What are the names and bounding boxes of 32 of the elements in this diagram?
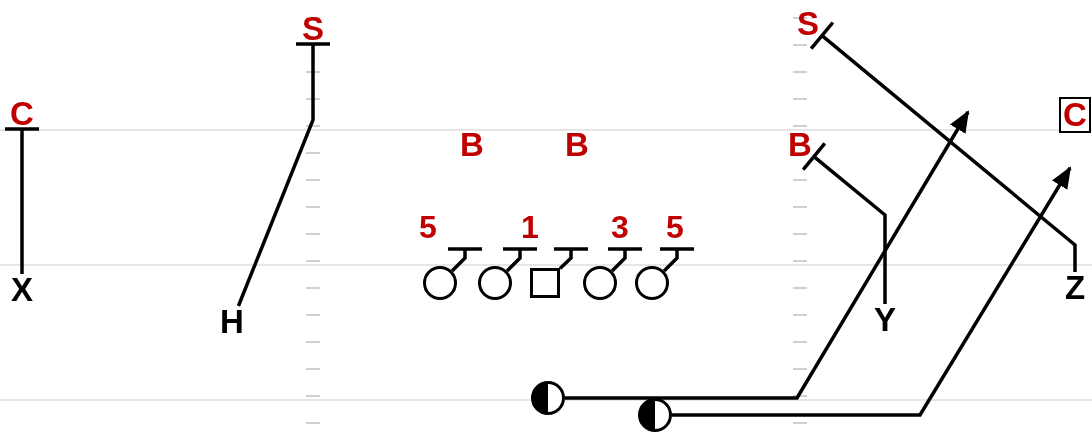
player-label: B — [458, 130, 486, 160]
block-line — [501, 247, 539, 273]
route-arrow — [565, 110, 970, 400]
block-line — [801, 141, 887, 304]
player-label: S — [299, 14, 327, 44]
player-label: C — [1059, 97, 1091, 133]
block-line — [552, 247, 590, 270]
block-line — [606, 247, 644, 273]
player-label: H — [218, 306, 246, 338]
block-line — [809, 20, 1077, 272]
technique-number: 3 — [610, 212, 630, 242]
block-line — [3, 127, 41, 274]
technique-number: 5 — [418, 212, 438, 242]
center-square — [530, 268, 560, 298]
player-label: Z — [1061, 272, 1089, 304]
player-label: C — [8, 99, 36, 129]
technique-number: 5 — [665, 212, 685, 242]
route-arrow — [672, 166, 1072, 417]
back-symbol — [531, 381, 565, 415]
block-line — [446, 247, 484, 273]
technique-number: 1 — [520, 212, 540, 242]
player-label: X — [8, 274, 36, 306]
player-label: Y — [871, 304, 899, 336]
block-line — [236, 42, 332, 307]
lineman-circle — [478, 266, 512, 300]
lineman-circle — [423, 266, 457, 300]
block-line — [658, 247, 696, 273]
lineman-circle — [583, 266, 617, 300]
lineman-circle — [635, 266, 669, 300]
back-symbol — [638, 398, 672, 432]
player-label: B — [563, 130, 591, 160]
player-label: S — [794, 9, 822, 39]
